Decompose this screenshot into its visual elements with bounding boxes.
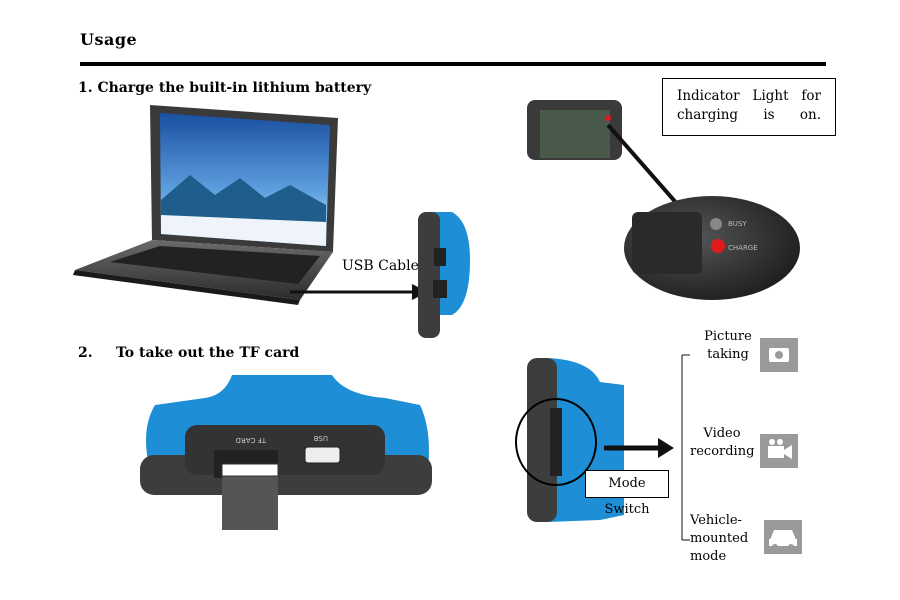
mode-label-picture: Picture taking [698,328,758,364]
section-2-number: 2. [78,345,93,361]
section-1-heading: 1. Charge the built-in lithium battery [78,80,372,96]
tf-slot-label: TF CARD [236,436,267,444]
usb-cable [290,284,428,300]
callout-line-2: charging is on. [677,107,821,123]
usb-cable-label: USB Cable [342,258,419,274]
busy-led [710,218,722,230]
indicator-callout: Indicator Light for charging is on. [662,78,836,136]
section-2-title: To take out the TF card [116,345,300,361]
mode-switch-label: Mode Switch [585,470,669,517]
led-zoom-view [624,196,800,300]
camera-side-view [418,212,470,338]
mode-label-video: Video recording [690,425,754,461]
camera-icon [760,338,798,372]
usb-slot-label: USB [313,434,328,442]
busy-label: BUSY [728,220,747,228]
header-rule [80,62,826,66]
laptop-image [73,105,338,305]
mode-label-line: recording [690,444,755,459]
mode-bracket [681,354,690,541]
video-camera-icon [760,434,798,468]
mode-label-vehicle: Vehicle- mounted mode [690,512,749,566]
mode-label-line: mode [690,549,727,564]
charge-led [711,239,725,253]
mode-label-line: taking [707,347,749,362]
charge-label: CHARGE [728,244,758,252]
car-icon [764,520,802,554]
camera-bottom-view [140,375,432,530]
mode-label-line: Vehicle- [690,513,742,528]
callout-line-1: Indicator Light for [677,88,821,104]
page-title: Usage [80,30,138,49]
mode-label-line: Picture [704,329,752,344]
mode-label-line: mounted [690,531,749,546]
mode-label-line: Video [703,426,741,441]
section-2-heading: 2. To take out the TF card [78,345,299,361]
